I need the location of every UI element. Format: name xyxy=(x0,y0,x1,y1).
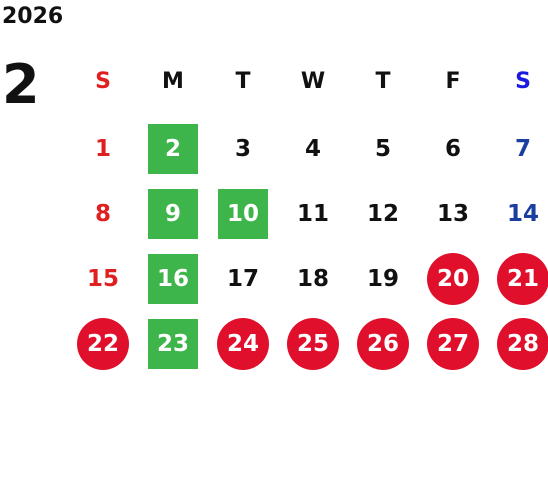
weekday-header: M xyxy=(162,68,184,94)
weekday-header: S xyxy=(95,68,111,94)
calendar-day[interactable]: 12 xyxy=(348,189,418,239)
calendar-day-number: 28 xyxy=(497,318,548,370)
calendar-day-number: 8 xyxy=(94,201,111,227)
calendar-day[interactable]: 10 xyxy=(208,189,278,239)
calendar-day[interactable]: 19 xyxy=(348,254,418,304)
calendar-day[interactable]: 20 xyxy=(418,253,488,305)
calendar-day[interactable]: 5 xyxy=(348,124,418,174)
calendar-day-number: 21 xyxy=(497,253,548,305)
calendar-day-number: 14 xyxy=(506,201,539,227)
calendar-day-number: 23 xyxy=(148,319,198,369)
calendar-day[interactable]: 16 xyxy=(138,254,208,304)
calendar-day-number: 24 xyxy=(217,318,269,370)
calendar-day-number: 20 xyxy=(427,253,479,305)
calendar-day[interactable]: 26 xyxy=(348,318,418,370)
calendar-day-number: 13 xyxy=(436,201,469,227)
calendar-day[interactable]: 11 xyxy=(278,189,348,239)
calendar-day[interactable]: 4 xyxy=(278,124,348,174)
calendar-day[interactable]: 21 xyxy=(488,253,548,305)
weekday-header: T xyxy=(235,68,251,94)
calendar-day[interactable]: 25 xyxy=(278,318,348,370)
calendar-day-number: 7 xyxy=(514,136,531,162)
calendar-day-number: 5 xyxy=(374,136,391,162)
calendar-day-number: 4 xyxy=(304,136,321,162)
calendar-day-number: 18 xyxy=(296,266,329,292)
calendar-day[interactable]: 23 xyxy=(138,319,208,369)
weekday-header: S xyxy=(515,68,531,94)
calendar-day-number: 6 xyxy=(444,136,461,162)
calendar-day[interactable]: 28 xyxy=(488,318,548,370)
weekday-header: T xyxy=(375,68,391,94)
calendar-day[interactable]: 15 xyxy=(68,254,138,304)
calendar-day[interactable]: 24 xyxy=(208,318,278,370)
calendar-day[interactable]: 6 xyxy=(418,124,488,174)
calendar-day-number: 16 xyxy=(148,254,198,304)
calendar-day-number: 15 xyxy=(86,266,119,292)
calendar-day-number: 12 xyxy=(366,201,399,227)
weekday-header: W xyxy=(300,68,326,94)
weekday-header: F xyxy=(445,68,461,94)
calendar-day-number: 3 xyxy=(234,136,251,162)
calendar-day[interactable]: 7 xyxy=(488,124,548,174)
calendar-day[interactable]: 2 xyxy=(138,124,208,174)
calendar-day-number: 27 xyxy=(427,318,479,370)
calendar-day[interactable]: 27 xyxy=(418,318,488,370)
calendar-day-number: 25 xyxy=(287,318,339,370)
calendar-day[interactable]: 8 xyxy=(68,189,138,239)
calendar-month: 2 xyxy=(2,53,40,116)
calendar-day-number: 19 xyxy=(366,266,399,292)
calendar-day-number: 9 xyxy=(148,189,198,239)
calendar-year: 2026 xyxy=(2,4,64,29)
calendar-day-number: 22 xyxy=(77,318,129,370)
calendar-day-number: 10 xyxy=(218,189,268,239)
calendar-day-number: 26 xyxy=(357,318,409,370)
calendar-day[interactable]: 17 xyxy=(208,254,278,304)
calendar-day-number: 1 xyxy=(94,136,111,162)
calendar-day[interactable]: 14 xyxy=(488,189,548,239)
calendar-day-number: 2 xyxy=(148,124,198,174)
calendar-day-number: 11 xyxy=(296,201,329,227)
calendar-day[interactable]: 9 xyxy=(138,189,208,239)
calendar-day[interactable]: 13 xyxy=(418,189,488,239)
calendar-day-number: 17 xyxy=(226,266,259,292)
calendar-day[interactable]: 22 xyxy=(68,318,138,370)
calendar-day[interactable]: 1 xyxy=(68,124,138,174)
calendar-day[interactable]: 3 xyxy=(208,124,278,174)
calendar-day[interactable]: 18 xyxy=(278,254,348,304)
